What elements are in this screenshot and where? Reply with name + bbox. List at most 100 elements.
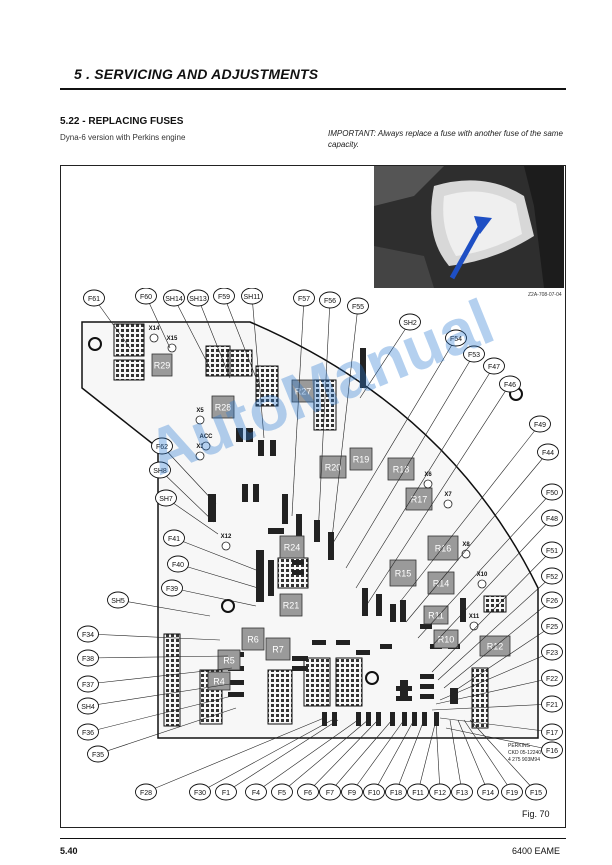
callout-label: F13 bbox=[456, 790, 468, 797]
connector-block bbox=[267, 669, 293, 725]
callout-sh8: SH8 bbox=[149, 461, 171, 479]
leader-line bbox=[97, 707, 237, 755]
chapter-title: 5 . SERVICING AND ADJUSTMENTS bbox=[74, 66, 319, 82]
leader-line bbox=[351, 719, 405, 793]
callout-label: F9 bbox=[348, 790, 356, 797]
connector-x6: X6 bbox=[423, 472, 433, 489]
callout-label: F12 bbox=[434, 790, 446, 797]
callout-label: F57 bbox=[298, 296, 310, 303]
relay-r28: R28 bbox=[211, 395, 235, 419]
callout-label: SH14 bbox=[165, 296, 183, 303]
callout-f1: F1 bbox=[215, 783, 237, 801]
relay-label: R27 bbox=[295, 387, 312, 397]
callout-label: F19 bbox=[506, 790, 518, 797]
leader-line bbox=[87, 655, 229, 659]
leader-line bbox=[437, 575, 553, 681]
callout-label: F18 bbox=[390, 790, 402, 797]
callout-label: F56 bbox=[324, 298, 336, 305]
callout-f59: F59 bbox=[213, 288, 235, 305]
relay-r6: R6 bbox=[241, 627, 265, 651]
leader-line bbox=[307, 719, 379, 793]
callout-sh4: SH4 bbox=[77, 697, 99, 715]
relay-r5: R5 bbox=[217, 649, 241, 671]
callout-f22: F22 bbox=[541, 669, 563, 687]
callout-label: F14 bbox=[482, 790, 494, 797]
leader-line bbox=[165, 497, 219, 535]
relay-label: R20 bbox=[325, 463, 342, 473]
relay-label: R19 bbox=[353, 455, 370, 465]
relay-r17: R17 bbox=[405, 487, 433, 511]
callout-f39: F39 bbox=[161, 579, 183, 597]
relay-r10: R10 bbox=[433, 629, 459, 649]
callout-label: F59 bbox=[218, 294, 230, 301]
relay-r21: R21 bbox=[279, 593, 303, 617]
connector-acc: ACC bbox=[200, 434, 213, 451]
leader-line bbox=[469, 719, 537, 793]
connector-x14: X14 bbox=[149, 326, 160, 343]
connector-x10: X10 bbox=[477, 572, 488, 589]
callout-label: F4 bbox=[252, 790, 260, 797]
leader-line bbox=[445, 727, 553, 751]
leader-line bbox=[87, 667, 233, 685]
connector-label: X8 bbox=[462, 542, 470, 548]
callout-f47: F47 bbox=[483, 357, 505, 375]
callout-f7: F7 bbox=[319, 783, 341, 801]
callout-label: F22 bbox=[546, 676, 558, 683]
callout-label: F41 bbox=[168, 536, 180, 543]
leader-line bbox=[281, 719, 369, 793]
leader-line bbox=[87, 633, 221, 641]
connector-block bbox=[303, 657, 331, 707]
relay-r18: R18 bbox=[387, 457, 415, 481]
relay-label: R17 bbox=[411, 495, 428, 505]
relay-label: R28 bbox=[215, 403, 232, 413]
relay-r29: R29 bbox=[151, 353, 173, 377]
callout-f55: F55 bbox=[347, 297, 369, 315]
callout-label: F5 bbox=[278, 790, 286, 797]
callout-label: F10 bbox=[368, 790, 380, 797]
relay-label: R14 bbox=[433, 579, 450, 589]
leader-line bbox=[331, 305, 359, 539]
callout-f30: F30 bbox=[189, 783, 211, 801]
leader-line bbox=[417, 719, 437, 793]
callout-f44: F44 bbox=[537, 443, 559, 461]
relay-label: R18 bbox=[393, 465, 410, 475]
perkins-ref-line: 4 275 903M94 bbox=[508, 757, 540, 763]
callout-label: F53 bbox=[468, 352, 480, 359]
connector-block bbox=[205, 345, 231, 377]
leader-line bbox=[87, 683, 231, 707]
callout-label: SH2 bbox=[403, 320, 417, 327]
leader-line bbox=[449, 719, 463, 793]
callout-label: F34 bbox=[82, 632, 94, 639]
connector-block bbox=[227, 349, 253, 377]
callout-label: F28 bbox=[140, 790, 152, 797]
callout-label: F62 bbox=[156, 444, 168, 451]
leader-line bbox=[431, 549, 553, 673]
perkins-ref-line: CKD 05-12240 bbox=[508, 750, 542, 756]
callout-label: SH13 bbox=[189, 296, 207, 303]
callout-f13: F13 bbox=[451, 783, 473, 801]
relay-r16: R16 bbox=[427, 535, 459, 561]
manual-ref: 6400 EAME bbox=[512, 846, 561, 856]
callout-f53: F53 bbox=[463, 345, 485, 363]
callout-sh5: SH5 bbox=[107, 591, 129, 609]
connector-x5: X5 bbox=[195, 408, 205, 425]
leader-line bbox=[223, 295, 261, 389]
callout-label: F52 bbox=[546, 574, 558, 581]
callout-f16: F16 bbox=[541, 741, 563, 759]
callout-f35: F35 bbox=[87, 745, 109, 763]
fuse-box-diagram: R29R28R27R20R19R18R17R16R24R15R14R21R11R… bbox=[77, 288, 563, 801]
callout-label: SH7 bbox=[159, 496, 173, 503]
perkins-ref: PERKINS CKD 05-12240 4 275 903M94 bbox=[508, 743, 541, 764]
connector-block bbox=[113, 323, 145, 357]
relay-label: R16 bbox=[435, 544, 452, 554]
callout-f62: F62 bbox=[151, 437, 173, 455]
callout-f36: F36 bbox=[77, 723, 99, 741]
leader-line bbox=[431, 703, 553, 711]
callout-label: F47 bbox=[488, 364, 500, 371]
connector-label: X12 bbox=[221, 534, 232, 540]
connector-block bbox=[255, 365, 279, 407]
connector-block bbox=[113, 359, 145, 381]
callout-sh2: SH2 bbox=[399, 313, 421, 331]
leader-line bbox=[463, 719, 513, 793]
